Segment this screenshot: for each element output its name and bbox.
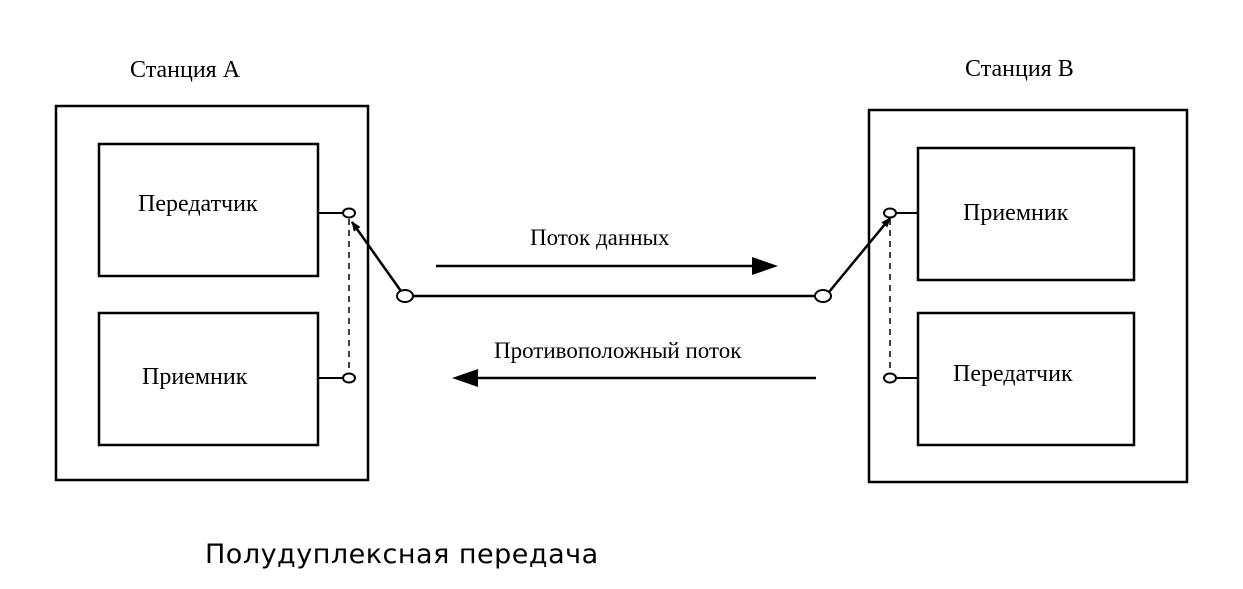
diagram-caption: Полудуплексная передача: [205, 539, 599, 570]
station-b-title: Станция В: [965, 56, 1074, 82]
station-a-transmitter-box: [97, 142, 320, 278]
station-b-tx-terminal: [883, 372, 897, 384]
station-b-rx-terminal: [883, 207, 897, 219]
station-a-rx-terminal: [342, 372, 356, 384]
station-a-frame: [54, 104, 370, 482]
reverse-flow-label: Противоположный поток: [494, 338, 742, 363]
station-b-line-terminal: [814, 289, 832, 303]
station-b-switch-arm: [828, 217, 891, 293]
station-b-receiver-label: Приемник: [963, 200, 1069, 226]
forward-flow-label: Поток данных: [530, 225, 670, 250]
station-a-title: Станция А: [130, 57, 241, 83]
reverse-flow-arrowhead: [452, 369, 478, 387]
forward-flow-arrowhead: [752, 257, 778, 275]
station-b-frame: [867, 108, 1189, 484]
station-b-transmitter-label: Передатчик: [953, 361, 1073, 387]
station-a-receiver-label: Приемник: [142, 364, 248, 390]
station-a-transmitter-label: Передатчик: [138, 191, 258, 217]
station-a-line-terminal: [396, 289, 414, 303]
station-a-tx-terminal: [342, 207, 356, 219]
station-a-switch-arm: [350, 221, 405, 295]
